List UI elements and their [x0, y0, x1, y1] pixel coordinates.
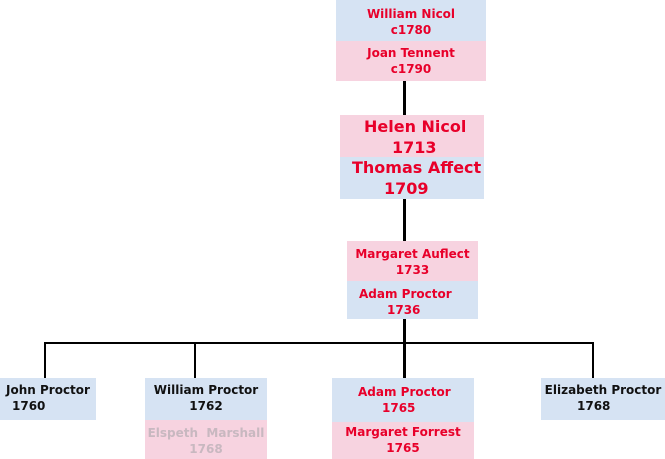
- person-year: 1768: [189, 442, 223, 456]
- person-joan-tennent: Joan Tennent c1790: [336, 41, 486, 81]
- drop-william: [194, 342, 196, 378]
- person-william-nicol: William Nicol c1780: [336, 0, 486, 41]
- children-bus-line: [44, 342, 594, 344]
- person-name: Margaret Auflect: [355, 247, 470, 261]
- drop-adam: [403, 342, 406, 378]
- person-name: Elspeth Marshall: [147, 426, 265, 440]
- person-year: 1713: [392, 138, 437, 157]
- person-margaret-auflect: Margaret Auflect 1733: [347, 241, 478, 281]
- person-adam-proctor-sr: Adam Proctor 1736: [347, 281, 478, 319]
- person-year: 1762: [189, 399, 223, 413]
- person-name: Adam Proctor: [358, 385, 451, 399]
- connector-gen2-gen3: [403, 199, 406, 241]
- connector-gen3-bus: [403, 319, 406, 343]
- person-adam-proctor-jr: Adam Proctor 1765: [332, 378, 474, 422]
- person-john-proctor: John Proctor 1760: [0, 378, 96, 420]
- drop-john: [44, 342, 46, 378]
- person-name: Helen Nicol: [364, 117, 467, 136]
- person-name: Adam Proctor: [359, 287, 452, 301]
- person-name: Thomas Affect: [352, 158, 482, 177]
- person-year: 1768: [577, 399, 611, 413]
- person-year: 1765: [382, 401, 416, 415]
- person-william-proctor: William Proctor 1762: [145, 378, 267, 420]
- drop-elizabeth: [592, 342, 594, 378]
- person-year: c1780: [390, 23, 432, 37]
- person-name: Margaret Forrest: [345, 425, 461, 439]
- person-year: 1765: [386, 441, 420, 455]
- person-name: Elizabeth Proctor: [544, 383, 662, 397]
- person-year: 1709: [384, 179, 429, 198]
- person-helen-nicol: Helen Nicol 1713: [340, 115, 484, 157]
- person-margaret-forrest: Margaret Forrest 1765: [332, 422, 474, 459]
- person-name: William Proctor: [153, 383, 259, 397]
- person-thomas-affect: Thomas Affect 1709: [340, 157, 484, 199]
- person-year: c1790: [390, 62, 432, 76]
- person-name: Joan Tennent: [367, 46, 455, 60]
- person-year: 1733: [395, 263, 430, 277]
- person-elizabeth-proctor: Elizabeth Proctor 1768: [541, 378, 665, 420]
- person-year: 1760: [12, 399, 46, 413]
- person-year: 1736: [387, 303, 421, 317]
- person-name: John Proctor: [6, 383, 90, 397]
- connector-gen1-gen2: [403, 81, 406, 115]
- person-elspeth-marshall: Elspeth Marshall 1768: [145, 420, 267, 459]
- person-name: William Nicol: [366, 7, 456, 21]
